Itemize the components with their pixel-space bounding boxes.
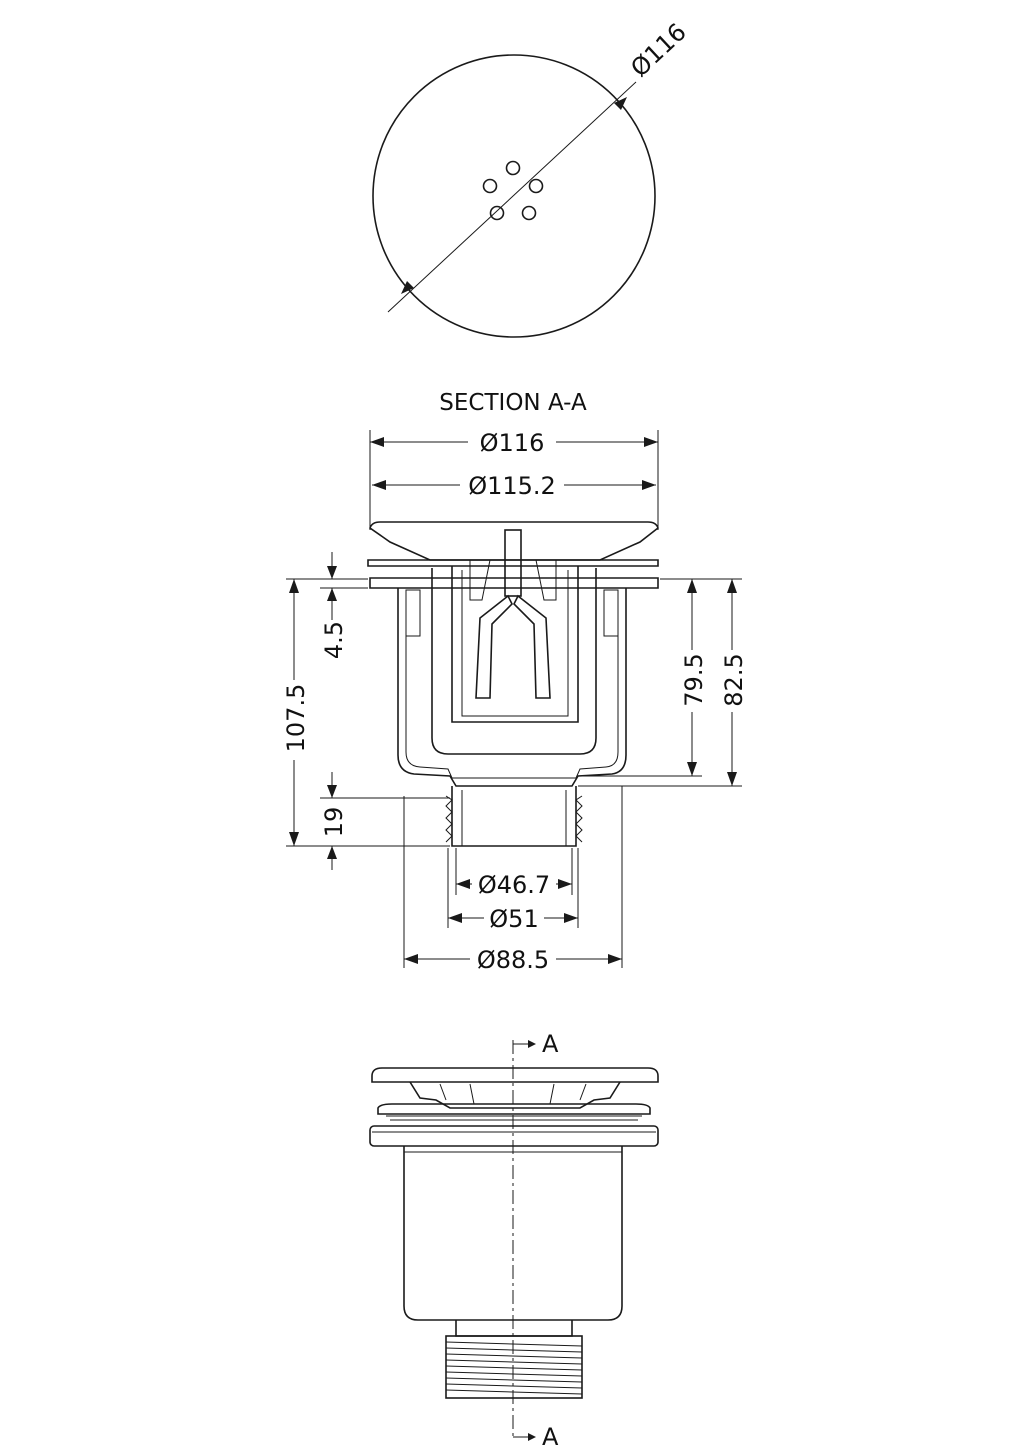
dim-arrow — [608, 954, 622, 964]
section-spindle — [504, 529, 522, 597]
section-cap — [369, 521, 659, 561]
top-view-diameter-label: Ø116 — [625, 18, 691, 83]
drain-hole — [528, 178, 544, 194]
dim-arrow — [614, 97, 627, 110]
section-body-height-outer: 82.5 — [720, 653, 748, 706]
section-outlet-inner — [461, 790, 567, 846]
dim-arrow — [642, 480, 656, 490]
section-outlet-outer-diameter: Ø51 — [489, 905, 538, 933]
section-cap-diameter: Ø115.2 — [468, 472, 556, 500]
dim-arrow — [448, 913, 462, 923]
side-flange — [369, 1125, 659, 1147]
section-mark-arrowhead — [528, 1433, 536, 1441]
section-thread-left — [405, 589, 421, 637]
dim-arrow — [327, 785, 337, 798]
dim-arrow — [289, 832, 299, 846]
dim-arrow — [687, 579, 697, 593]
top-view-cap-outline — [372, 54, 656, 338]
section-flange-lower — [369, 577, 659, 589]
dim-arrow — [564, 913, 578, 923]
section-overall-height: 107.5 — [282, 684, 310, 753]
dim-arrow — [327, 588, 337, 601]
dim-arrow — [401, 281, 414, 294]
dim-arrow — [327, 566, 337, 579]
section-outlet-thread-right — [575, 795, 583, 843]
section-flange-thickness: 4.5 — [320, 621, 348, 659]
dim-arrow — [644, 437, 658, 447]
section-title: SECTION A-A — [439, 390, 587, 416]
section-outlet-height: 19 — [320, 807, 348, 838]
section-outlet-inner-diameter: Ø46.7 — [478, 871, 550, 899]
section-inner-cup — [451, 566, 579, 723]
section-outlet — [451, 786, 577, 847]
section-mark-top: A — [542, 1030, 559, 1058]
section-fork-right — [513, 594, 551, 699]
drain-hole — [482, 178, 498, 194]
dim-arrow — [327, 846, 337, 859]
top-view: Ø116 — [372, 18, 692, 338]
section-view: SECTION A-A Ø116 Ø115.2 — [282, 390, 748, 974]
side-view: A A — [369, 1030, 659, 1449]
section-mark-arrowhead — [528, 1040, 536, 1048]
dim-arrow — [687, 762, 697, 776]
section-fork-guide — [469, 559, 557, 601]
dim-arrow — [404, 954, 418, 964]
section-outer-body-inner — [405, 592, 619, 779]
section-top-diameter: Ø116 — [480, 429, 545, 457]
section-outer-body — [397, 588, 627, 787]
side-seal — [377, 1103, 651, 1115]
side-cap-legs — [409, 1081, 621, 1109]
side-cap-leg-detail — [439, 1083, 587, 1105]
side-body — [403, 1146, 623, 1321]
side-seal-rings — [386, 1115, 642, 1121]
section-flange — [367, 559, 659, 567]
side-outlet-thread — [445, 1335, 583, 1399]
section-inner-basket — [431, 568, 597, 755]
drain-hole — [489, 205, 505, 221]
dim-arrow — [727, 579, 737, 593]
side-neck — [455, 1320, 573, 1337]
dim-arrow — [289, 579, 299, 593]
section-body-diameter: Ø88.5 — [477, 946, 549, 974]
drain-hole — [521, 205, 537, 221]
dim-arrow — [727, 772, 737, 786]
section-thread-right — [603, 589, 619, 637]
section-outlet-thread-left — [445, 795, 453, 843]
side-thread-lines — [445, 1341, 583, 1395]
drain-hole — [505, 160, 521, 176]
dim-arrow — [558, 879, 572, 889]
side-cap — [371, 1067, 659, 1083]
dim-arrow — [370, 437, 384, 447]
dim-arrow — [372, 480, 386, 490]
section-fork-left — [475, 594, 513, 699]
section-body-height-inner: 79.5 — [680, 653, 708, 706]
dim-arrow — [456, 879, 470, 889]
top-view-diameter-line — [387, 81, 637, 313]
section-inner-cup-wall — [461, 570, 569, 717]
section-mark-bottom: A — [542, 1423, 559, 1449]
top-view-holes — [482, 160, 544, 221]
